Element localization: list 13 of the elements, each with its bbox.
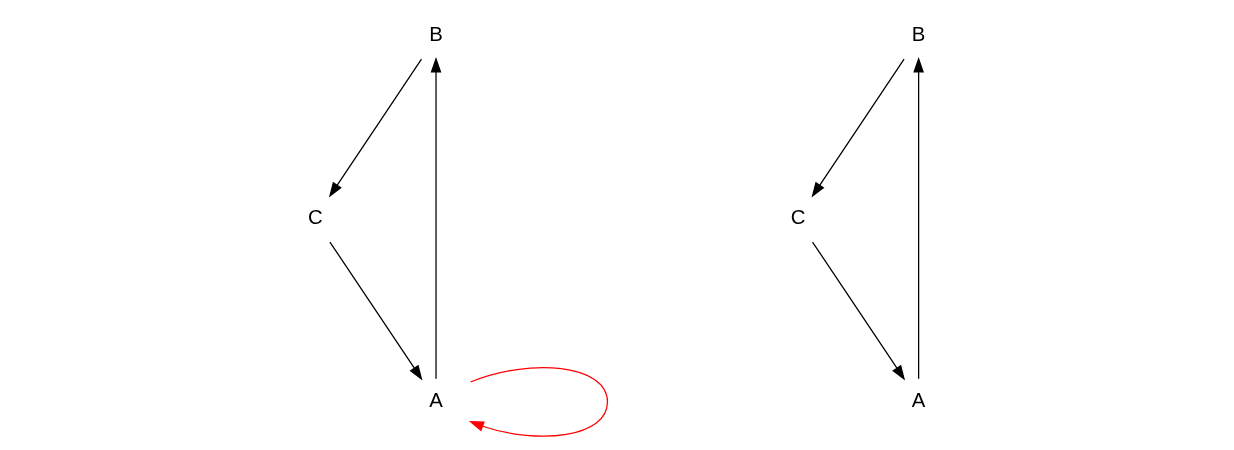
node-text: B bbox=[911, 22, 926, 45]
node-text: C bbox=[790, 205, 806, 228]
arrow bbox=[430, 57, 442, 380]
arrow bbox=[811, 58, 905, 198]
arrow bbox=[913, 57, 924, 380]
arrow bbox=[328, 58, 423, 198]
arrow bbox=[468, 367, 609, 437]
node-text: B bbox=[429, 22, 443, 45]
arrow bbox=[811, 241, 906, 381]
node-text: A bbox=[429, 388, 443, 411]
node-text: A bbox=[911, 388, 926, 411]
arrow bbox=[329, 241, 423, 381]
node-text: C bbox=[308, 205, 323, 228]
